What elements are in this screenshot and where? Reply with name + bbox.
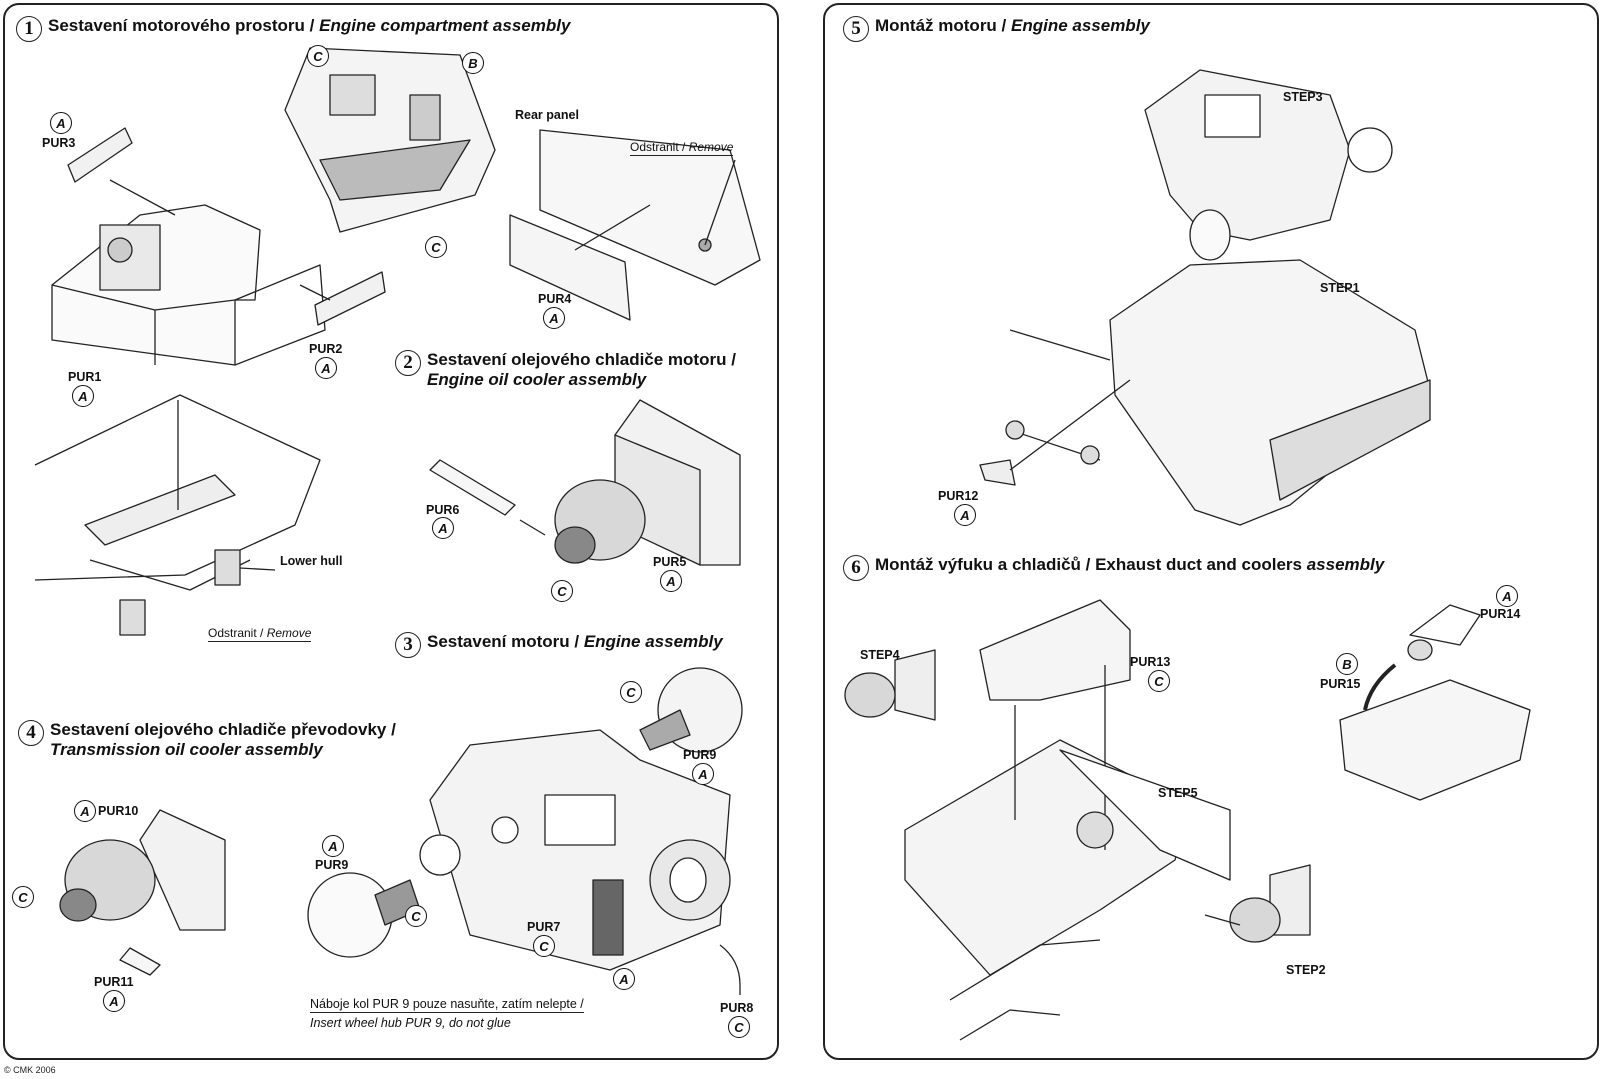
step5-label: STEP5 bbox=[1158, 786, 1198, 800]
pur11-label: PUR11 bbox=[94, 975, 134, 989]
part-c-badge: C bbox=[405, 905, 427, 927]
part-a-badge: A bbox=[660, 570, 682, 592]
step-number: 1 bbox=[16, 16, 42, 42]
step4-label: STEP4 bbox=[860, 648, 900, 662]
pur2-label: PUR2 bbox=[309, 342, 343, 356]
part-a-badge: A bbox=[1496, 585, 1518, 607]
exhaust-coolers-drawing bbox=[844, 599, 1531, 1041]
part-a-badge: A bbox=[543, 307, 565, 329]
pur3-label: PUR3 bbox=[42, 136, 76, 150]
part-c-badge: C bbox=[1148, 670, 1170, 692]
transmission-oil-cooler-drawing bbox=[59, 809, 226, 976]
step-3-heading: 3 Sestavení motoru / Engine assembly bbox=[395, 632, 723, 658]
step-number: 4 bbox=[18, 720, 44, 746]
step-4-heading: 4 Sestavení olejového chladiče převodovk… bbox=[18, 720, 396, 760]
remove-note-1: Odstranit / Remove bbox=[630, 140, 734, 156]
part-c-badge: C bbox=[307, 45, 329, 67]
pur10-label: PUR10 bbox=[98, 804, 139, 818]
step-6-heading: 6 Montáž výfuku a chladičů / Exhaust duc… bbox=[843, 555, 1384, 581]
copyright-text: © CMK 2006 bbox=[4, 1065, 56, 1075]
part-a-badge: A bbox=[74, 800, 96, 822]
part-a-badge: A bbox=[692, 763, 714, 785]
step2-label: STEP2 bbox=[1286, 963, 1326, 977]
part-c-badge: C bbox=[728, 1016, 750, 1038]
lower-hull-label: Lower hull bbox=[280, 554, 343, 568]
part-b-badge: B bbox=[462, 52, 484, 74]
part-a-badge: A bbox=[613, 968, 635, 990]
step-number: 5 bbox=[843, 16, 869, 42]
pur8-label: PUR8 bbox=[720, 1001, 754, 1015]
engine-compartment-drawing bbox=[34, 47, 761, 636]
engine-drawing bbox=[307, 667, 743, 995]
step-title: Sestavení olejového chladiče převodovky … bbox=[50, 720, 396, 759]
engine-oil-cooler-drawing bbox=[429, 399, 741, 566]
wheel-hub-note-en: Insert wheel hub PUR 9, do not glue bbox=[310, 1016, 511, 1030]
wheel-hub-note-cz: Náboje kol PUR 9 pouze nasuňte, zatím ne… bbox=[310, 997, 584, 1013]
step-number: 2 bbox=[395, 350, 421, 376]
part-c-badge: C bbox=[551, 580, 573, 602]
pur1-label: PUR1 bbox=[68, 370, 102, 384]
step-number: 3 bbox=[395, 632, 421, 658]
pur14-label: PUR14 bbox=[1480, 607, 1521, 621]
step-5-heading: 5 Montáž motoru / Engine assembly bbox=[843, 16, 1150, 42]
step1-label: STEP1 bbox=[1320, 281, 1360, 295]
step-title: Montáž motoru / Engine assembly bbox=[875, 16, 1150, 35]
rear-panel-label: Rear panel bbox=[515, 108, 579, 122]
part-a-badge: A bbox=[50, 112, 72, 134]
pur5-label: PUR5 bbox=[653, 555, 687, 569]
pur15-label: PUR15 bbox=[1320, 677, 1361, 691]
pur9-label: PUR9 bbox=[315, 858, 349, 872]
part-c-badge: C bbox=[620, 681, 642, 703]
part-c-badge: C bbox=[425, 236, 447, 258]
step-title: Sestavení olejového chladiče motoru /Eng… bbox=[427, 350, 736, 389]
step-1-heading: 1 Sestavení motorového prostoru / Engine… bbox=[16, 16, 570, 42]
part-b-badge: B bbox=[1336, 653, 1358, 675]
pur6-label: PUR6 bbox=[426, 503, 460, 517]
part-a-badge: A bbox=[954, 504, 976, 526]
step-title: Sestavení motoru / Engine assembly bbox=[427, 632, 723, 651]
part-a-badge: A bbox=[103, 990, 125, 1012]
pur9-label: PUR9 bbox=[683, 748, 717, 762]
part-c-badge: C bbox=[12, 886, 34, 908]
part-a-badge: A bbox=[315, 357, 337, 379]
engine-installation-drawing bbox=[979, 69, 1431, 526]
step-number: 6 bbox=[843, 555, 869, 581]
part-a-badge: A bbox=[72, 385, 94, 407]
step-title: Montáž výfuku a chladičů / Exhaust duct … bbox=[875, 555, 1385, 574]
pur13-label: PUR13 bbox=[1130, 655, 1171, 669]
part-a-badge: A bbox=[432, 517, 454, 539]
remove-note-2: Odstranit / Remove bbox=[208, 626, 312, 642]
pur7-label: PUR7 bbox=[527, 920, 561, 934]
part-c-badge: C bbox=[533, 935, 555, 957]
part-a-badge: A bbox=[322, 835, 344, 857]
pur12-label: PUR12 bbox=[938, 489, 979, 503]
step-2-heading: 2 Sestavení olejového chladiče motoru /E… bbox=[395, 350, 736, 390]
pur4-label: PUR4 bbox=[538, 292, 572, 306]
step-title: Sestavení motorového prostoru / Engine c… bbox=[48, 16, 571, 35]
step3-label: STEP3 bbox=[1283, 90, 1323, 104]
